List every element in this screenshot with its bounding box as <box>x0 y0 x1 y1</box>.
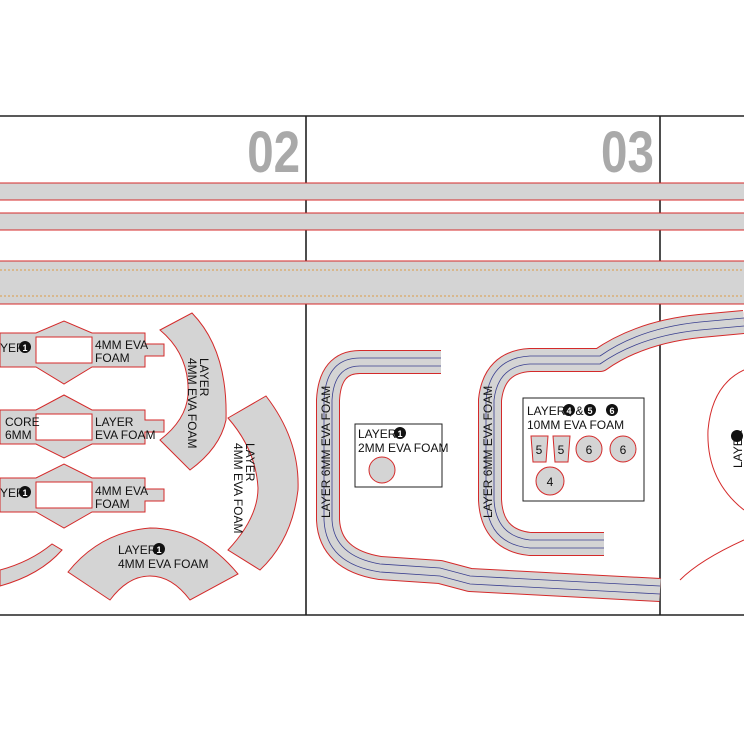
layer-1-badge-number: 1 <box>22 488 27 498</box>
layer-4-badge <box>563 404 575 416</box>
page02-pieces <box>0 312 299 601</box>
strip-3-seam-lines <box>0 269 744 297</box>
label-foam: 10MM EVA FOAM <box>527 418 624 432</box>
strap-window-3 <box>35 481 93 509</box>
strip-1 <box>0 182 744 201</box>
layer-1-badge <box>153 543 165 555</box>
label-foam: FOAM <box>95 351 130 365</box>
arc-piece-top <box>159 312 227 471</box>
piece-number: 6 <box>586 443 593 457</box>
label-foam: 2MM EVA FOAM <box>358 441 448 455</box>
page-number-02: 02 <box>247 121 300 186</box>
disc-piece <box>368 456 396 484</box>
page-number-03: 03 <box>601 121 654 186</box>
u-strip-left <box>316 350 661 602</box>
label-layer: YER <box>0 341 25 355</box>
label-foam: 4MM EVA <box>95 484 148 498</box>
layer-6-badge <box>606 404 618 416</box>
layer456-pieces <box>530 435 637 496</box>
label-foam: 4MM EVA FOAM <box>118 557 208 571</box>
label-layer: LAYER <box>118 543 157 557</box>
arc-piece-bottom <box>67 527 239 601</box>
label-foam: FOAM <box>95 497 130 511</box>
u-strip-right <box>478 310 744 556</box>
piece-number: 6 <box>620 443 627 457</box>
label-foam: 4MM EVA <box>95 338 148 352</box>
layer-4-badge-number: 4 <box>566 406 571 416</box>
label-foam: 4MM EVA FOAM <box>231 443 245 533</box>
right-loop <box>679 369 744 581</box>
page03-pieces <box>316 310 744 602</box>
label-layer: LAYER <box>243 443 257 482</box>
label-core: CORE <box>5 415 40 429</box>
label-layer: LAYER <box>197 358 211 397</box>
layer-6-badge-number: 6 <box>609 406 614 416</box>
layer-1-badge-number: 1 <box>156 545 161 555</box>
label-layer: LAYER <box>358 427 397 441</box>
layer-1-badge <box>19 486 31 498</box>
piece-number: 4 <box>547 475 554 489</box>
piece-5b <box>552 435 571 463</box>
arc-piece-right <box>227 395 299 571</box>
piece-number: 5 <box>536 443 543 457</box>
piece-4 <box>535 466 565 496</box>
label-foam: 4MM EVA FOAM <box>185 358 199 448</box>
piece-6b <box>609 435 637 463</box>
layer-1-badge-number: 1 <box>22 343 27 353</box>
piece-number: 5 <box>558 443 565 457</box>
core-window <box>35 413 93 441</box>
label-foam: EVA FOAM <box>95 428 155 442</box>
layer-4-badge <box>731 430 743 442</box>
page02-labels: YER 1 4MM EVA FOAM CORE 6MM LAYER EVA FO… <box>0 338 257 571</box>
arc-sliver <box>0 543 63 587</box>
label-layer456: LAYER , & <box>527 404 583 418</box>
strip-label-left: LAYER 6MM EVA FOAM <box>319 386 333 518</box>
label-layer: LAYER <box>95 415 134 429</box>
layer-5-badge-number: 5 <box>587 406 592 416</box>
layer-1-badge <box>394 427 406 439</box>
strip-label-right: LAYER 6MM EVA FOAM <box>481 386 495 518</box>
label-layer: YER <box>0 486 25 500</box>
strip-2 <box>0 212 744 231</box>
strip-3 <box>0 260 744 305</box>
layer-1-badge-number: 1 <box>397 429 402 439</box>
piece-6a <box>575 435 603 463</box>
strap-window-1 <box>35 336 93 364</box>
layer-1-badge <box>19 341 31 353</box>
label-core-mm: 6MM <box>5 428 32 442</box>
long-strips <box>0 182 744 305</box>
layer-5-badge <box>584 404 596 416</box>
page03-labels: LAYER 6MM EVA FOAM LAYER 6MM EVA FOAM LA… <box>319 386 744 518</box>
piece-5a <box>530 435 549 463</box>
